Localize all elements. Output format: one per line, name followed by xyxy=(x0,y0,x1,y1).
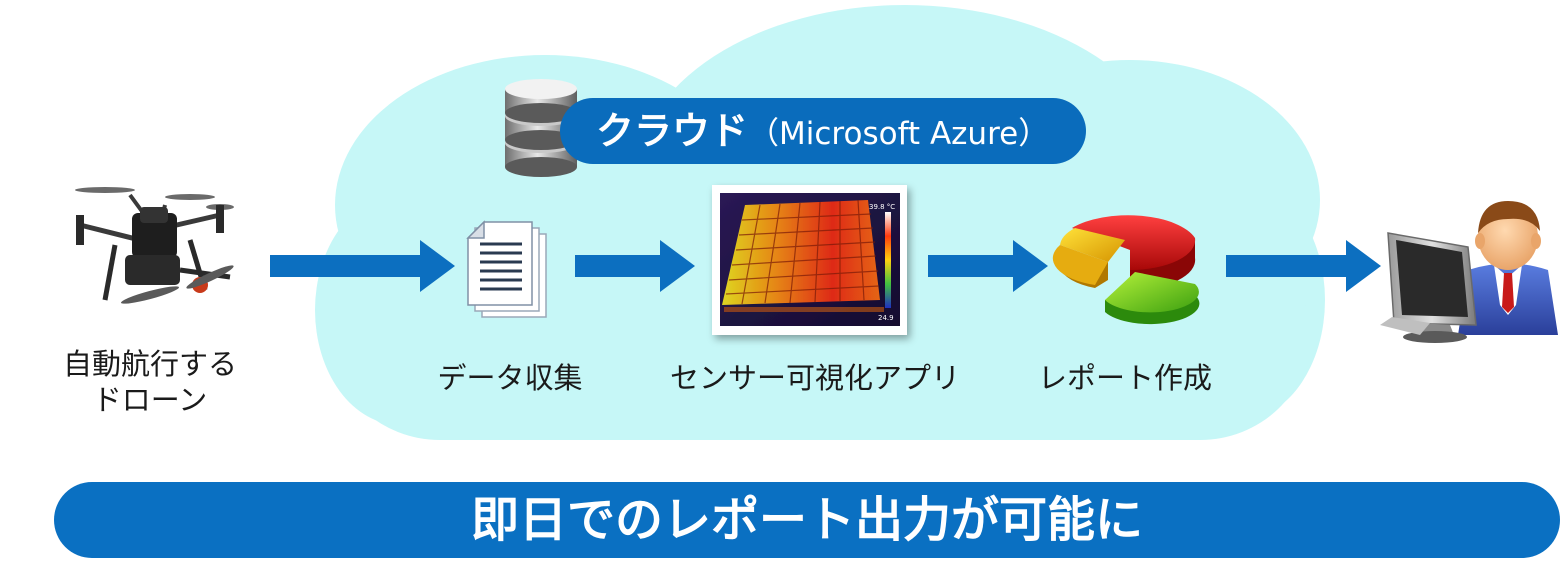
cloud-title-sub: （Microsoft Azure） xyxy=(748,116,1050,152)
data-collection-label: データ収集 xyxy=(437,361,583,395)
drone-label: 自動航行する ドローン xyxy=(40,346,260,418)
database-icon xyxy=(505,79,577,177)
bottom-banner xyxy=(54,482,1560,558)
arrow-app-to-report xyxy=(928,240,1048,292)
user-at-computer-icon xyxy=(1380,201,1558,343)
drone-label-line2: ドローン xyxy=(92,383,208,417)
sensor-app-label: センサー可視化アプリ xyxy=(669,361,960,395)
thermal-temp-high: 39.8 °C xyxy=(869,203,895,211)
arrow-drone-to-data xyxy=(270,240,455,292)
document-icon xyxy=(466,220,547,318)
thermal-app-image: 39.8 °C 24.9 xyxy=(712,185,907,335)
thermal-temp-low: 24.9 xyxy=(878,314,894,322)
cloud-title: クラウド（Microsoft Azure） xyxy=(596,108,1049,154)
report-creation-label: レポート作成 xyxy=(1037,361,1212,395)
drone-label-line1: 自動航行する xyxy=(62,347,237,381)
arrow-data-to-app xyxy=(575,240,695,292)
arrow-report-to-user xyxy=(1226,240,1381,292)
pie-chart-icon xyxy=(1052,215,1200,325)
drone-icon xyxy=(75,187,234,304)
cloud-title-main: クラウド xyxy=(596,109,749,153)
bottom-banner-text: 即日でのレポート出力が可能に xyxy=(470,492,1143,548)
cloud-title-pill xyxy=(560,98,1086,164)
